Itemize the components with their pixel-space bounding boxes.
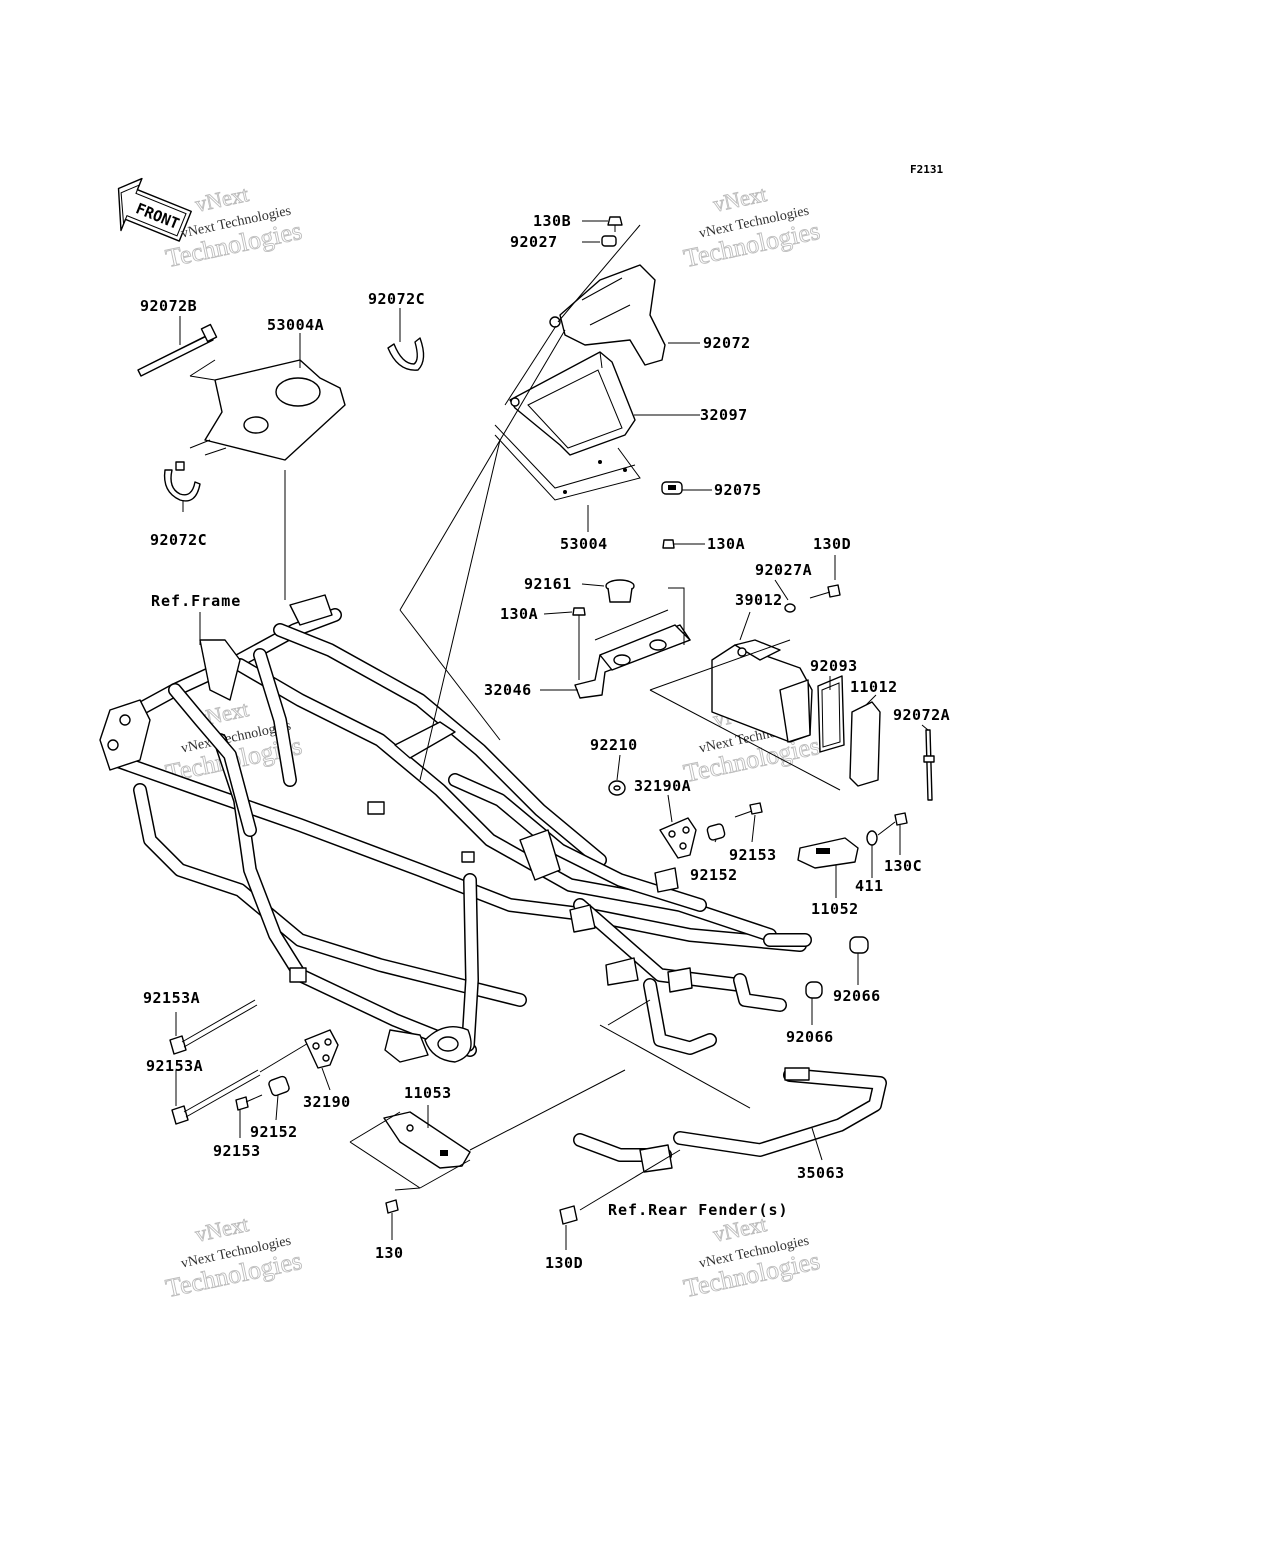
battery-case-32097-shape <box>509 351 636 456</box>
part-label-32097: 32097 <box>700 406 748 424</box>
clamp-92072c-top-shape <box>387 337 425 371</box>
part-label-11053: 11053 <box>404 1084 452 1102</box>
part-label-32190a: 32190A <box>634 777 691 795</box>
bolt-130d-top-shape <box>809 584 841 599</box>
part-label-11052: 11052 <box>811 900 859 918</box>
svg-text:vNext: vNext <box>193 1211 251 1247</box>
box-39012-shape <box>649 639 841 791</box>
part-label-39012: 39012 <box>735 591 783 609</box>
bar-35063-shape <box>573 999 887 1211</box>
washer-92210-shape <box>608 780 626 796</box>
part-label-11012: 11012 <box>850 678 898 696</box>
bolt-130a-mid-shape <box>572 607 586 680</box>
ref-rear-fender-label: Ref.Rear Fender(s) <box>608 1201 789 1219</box>
part-label-35063: 35063 <box>797 1164 845 1182</box>
part-label-92161: 92161 <box>524 575 572 593</box>
cap-92066-b-shape <box>805 981 823 999</box>
part-label-53004a: 53004A <box>267 316 324 334</box>
frame-assembly-shape <box>99 329 812 1063</box>
bolt-130-shape <box>385 1199 399 1225</box>
part-label-92152-left: 92152 <box>250 1123 298 1141</box>
pad-53004-shape <box>494 424 641 501</box>
part-label-92153a-bottom: 92153A <box>146 1057 203 1075</box>
cap-92066-a-shape <box>849 936 869 954</box>
leader-lines <box>175 220 929 1250</box>
part-label-92093: 92093 <box>810 657 858 675</box>
part-label-92072c-top: 92072C <box>368 290 425 308</box>
part-labels: 130B 92027 92072B 53004A 92072C 92072 32… <box>140 212 950 1272</box>
collar-92152-left-shape <box>268 1075 290 1097</box>
part-label-130d-bottom: 130D <box>545 1254 583 1272</box>
part-label-92072: 92072 <box>703 334 751 352</box>
diagram-code: F2131 <box>910 163 943 176</box>
rubber-92075-shape <box>661 481 683 495</box>
bolt-92153a-top-shape <box>169 999 258 1055</box>
bolt-130d-bottom-shape <box>559 1205 578 1225</box>
collar-92152-right-shape <box>706 823 726 841</box>
part-label-411: 411 <box>855 877 884 895</box>
part-label-130b: 130B <box>533 212 571 230</box>
watermark-top-right: vNext vNext Technologies Technologies <box>681 181 823 274</box>
bracket-32190a-shape <box>659 817 697 859</box>
bolt-130c-shape <box>877 812 908 836</box>
part-label-92153a-top: 92153A <box>143 989 200 1007</box>
bracket-92072-shape <box>504 224 666 406</box>
part-label-92153-right: 92153 <box>729 846 777 864</box>
svg-text:vNext: vNext <box>193 181 251 217</box>
bracket-11052-shape <box>797 837 859 869</box>
part-label-92153-left: 92153 <box>213 1142 261 1160</box>
svg-text:vNext: vNext <box>711 181 769 217</box>
plate-11053-shape <box>349 1069 626 1191</box>
clamp-92072c-bottom-shape <box>163 461 201 502</box>
tie-strap-92072b-shape <box>137 323 218 377</box>
part-label-92066-b: 92066 <box>786 1028 834 1046</box>
bracket-32046-shape <box>574 587 691 699</box>
part-label-92210: 92210 <box>590 736 638 754</box>
watermark-bottom-left: vNext vNext Technologies Technologies <box>163 1211 305 1304</box>
part-label-92072b: 92072B <box>140 297 197 315</box>
part-label-130: 130 <box>375 1244 404 1262</box>
part-label-32190: 32190 <box>303 1093 351 1111</box>
part-label-53004: 53004 <box>560 535 608 553</box>
bolt-130a-top-shape <box>662 539 705 549</box>
part-label-92027a: 92027A <box>755 561 812 579</box>
washer-92027a-shape <box>784 603 796 613</box>
part-label-92027: 92027 <box>510 233 558 251</box>
bolt-92153-left-shape <box>235 1094 263 1111</box>
bracket-32190-shape <box>304 1029 339 1069</box>
part-label-130a-top: 130A <box>707 535 745 553</box>
part-label-32046: 32046 <box>484 681 532 699</box>
part-label-130c: 130C <box>884 857 922 875</box>
bolt-130b-shape <box>607 216 623 232</box>
part-label-92075: 92075 <box>714 481 762 499</box>
plate-53004a-shape <box>189 359 346 461</box>
part-label-130d-top: 130D <box>813 535 851 553</box>
part-label-92072a: 92072A <box>893 706 950 724</box>
band-92072a-shape <box>923 729 935 801</box>
part-label-92152-right: 92152 <box>690 866 738 884</box>
washer-411-shape <box>866 830 878 846</box>
ref-frame-label: Ref.Frame <box>151 592 241 610</box>
gasket-92093-shape <box>817 675 845 753</box>
bolt-92153-right-shape <box>734 802 763 818</box>
collar-92027-shape <box>601 235 617 247</box>
part-label-92066-a: 92066 <box>833 987 881 1005</box>
grommet-92161-shape <box>605 579 635 603</box>
part-label-92072c-bottom: 92072C <box>150 531 207 549</box>
part-label-130a-mid: 130A <box>500 605 538 623</box>
cover-11012-shape <box>849 701 881 787</box>
